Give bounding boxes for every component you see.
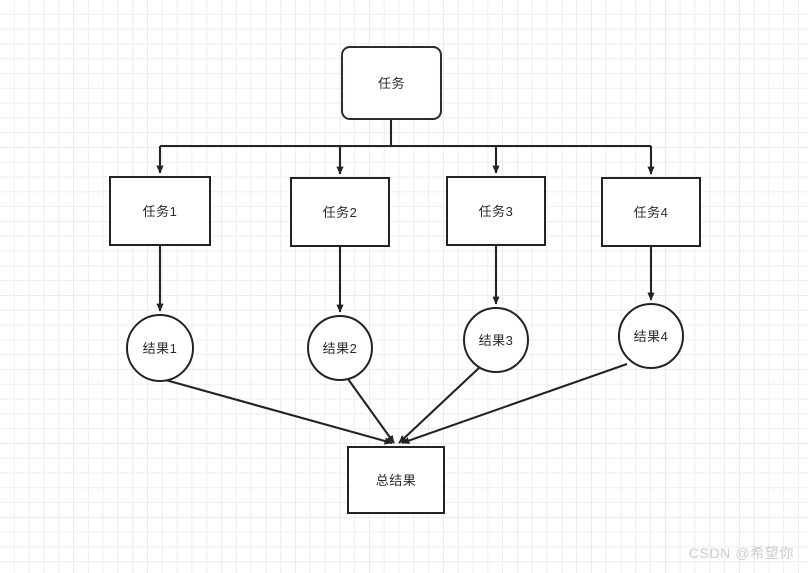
node-result3[interactable]: 结果3	[463, 307, 529, 373]
node-result4[interactable]: 结果4	[618, 303, 684, 369]
node-task4[interactable]: 任务4	[601, 177, 701, 247]
node-result4-label: 结果4	[633, 328, 669, 344]
node-result1-label: 结果1	[142, 340, 178, 356]
node-task3[interactable]: 任务3	[446, 176, 546, 246]
node-total-result-label: 总结果	[375, 472, 417, 488]
edge-result2-to-total	[347, 378, 395, 444]
node-task1-label: 任务1	[142, 203, 178, 219]
edge-result1-to-total	[143, 372, 393, 445]
node-result1[interactable]: 结果1	[126, 314, 194, 382]
node-task3-label: 任务3	[478, 203, 514, 219]
node-task2[interactable]: 任务2	[290, 177, 390, 247]
node-task4-label: 任务4	[633, 204, 669, 220]
node-result2-label: 结果2	[322, 340, 358, 356]
node-task1[interactable]: 任务1	[109, 176, 211, 246]
watermark: CSDN @希望你	[688, 545, 794, 561]
node-root-label: 任务	[377, 75, 405, 91]
node-result2[interactable]: 结果2	[307, 315, 373, 381]
edge-result3-to-total	[398, 366, 481, 444]
node-root[interactable]: 任务	[341, 46, 442, 120]
node-result3-label: 结果3	[478, 332, 514, 348]
node-task2-label: 任务2	[322, 204, 358, 220]
edge-result4-to-total	[401, 363, 628, 444]
node-total-result[interactable]: 总结果	[347, 446, 445, 514]
